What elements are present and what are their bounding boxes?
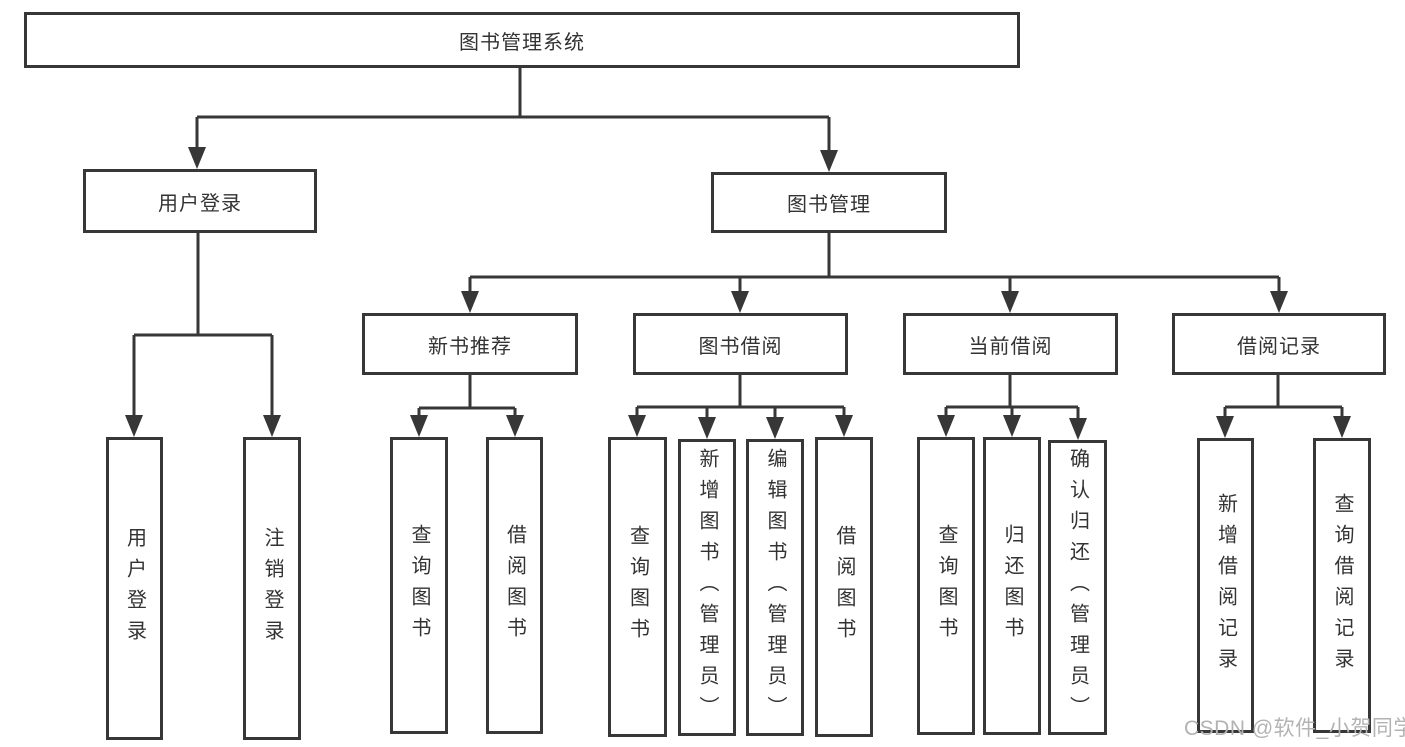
node-label: 查询图书: [935, 524, 957, 648]
arrowhead-icon: [766, 417, 784, 439]
node-label: 编辑图书（管理员）: [764, 448, 786, 727]
leaf-query-borrow-record: 查询借阅记录: [1313, 438, 1371, 733]
arrowhead-icon: [1003, 415, 1021, 437]
connector-borrow-record-split: [1223, 375, 1344, 431]
node-label: 归还图书: [1001, 524, 1023, 648]
connector-current-borrow-split: [944, 375, 1080, 433]
node-label: 当前借阅: [968, 335, 1053, 358]
node-user-login: 用户登录: [83, 169, 317, 233]
node-label: 新增借阅记录: [1214, 492, 1237, 679]
arrowhead-icon: [835, 415, 853, 437]
connector-root-split: [195, 68, 831, 163]
node-system-root: 图书管理系统: [24, 12, 1020, 68]
leaf-query-book-recommend: 查询图书: [390, 437, 448, 734]
node-label: 用户登录: [158, 192, 242, 215]
arrowhead-icon: [1333, 416, 1351, 438]
arrowhead-icon: [125, 415, 143, 437]
csdn-watermark: CSDN @软件_小贺同学: [1184, 717, 1405, 740]
node-label: 借阅记录: [1237, 335, 1321, 358]
leaf-query-book-current: 查询图书: [917, 437, 975, 735]
leaf-borrow-book: 借阅图书: [815, 437, 873, 737]
connector-new-book-split: [417, 375, 517, 430]
arrowhead-icon: [731, 291, 749, 313]
node-label: 新书推荐: [428, 335, 512, 358]
arrowhead-icon: [506, 415, 524, 437]
node-new-book-recommend: 新书推荐: [362, 313, 578, 375]
leaf-add-book-admin: 新增图书（管理员）: [678, 439, 736, 736]
arrowhead-icon: [628, 415, 646, 437]
leaf-return-book: 归还图书: [983, 437, 1041, 735]
leaf-confirm-return-admin: 确认归还（管理员）: [1048, 440, 1107, 735]
connector-book-borrow-split: [635, 375, 846, 432]
leaf-edit-book-admin: 编辑图书（管理员）: [746, 439, 804, 736]
connector-user-login-split: [132, 233, 274, 428]
leaf-user-login: 用户登录: [106, 437, 163, 740]
node-label: 查询借阅记录: [1331, 492, 1353, 679]
node-label: 用户登录: [123, 526, 146, 651]
node-label: 借阅图书: [833, 525, 855, 649]
arrowhead-icon: [188, 147, 206, 169]
arrowhead-icon: [410, 415, 428, 437]
node-label: 注销登录: [261, 526, 283, 651]
leaf-logout: 注销登录: [243, 437, 301, 740]
arrowhead-icon: [1270, 291, 1288, 313]
node-borrow-record: 借阅记录: [1172, 313, 1386, 375]
leaf-borrow-book-recommend: 借阅图书: [486, 437, 543, 734]
node-label: 新增图书（管理员）: [696, 448, 718, 727]
node-label: 图书借阅: [698, 335, 783, 358]
arrowhead-icon: [263, 415, 281, 437]
node-label: 查询图书: [408, 523, 430, 648]
node-current-borrow: 当前借阅: [903, 313, 1118, 375]
arrowhead-icon: [461, 291, 479, 313]
arrowhead-icon: [1069, 418, 1087, 440]
node-book-management: 图书管理: [711, 172, 947, 233]
arrowhead-icon: [1216, 416, 1234, 438]
node-label: 图书管理系统: [459, 31, 585, 54]
arrowhead-icon: [820, 150, 838, 172]
arrowhead-icon: [937, 415, 955, 437]
connector-book-mgmt-split: [468, 233, 1281, 305]
leaf-add-borrow-record: 新增借阅记录: [1197, 438, 1254, 733]
node-label: 图书管理: [787, 194, 871, 216]
arrowhead-icon: [1001, 291, 1019, 313]
node-label: 查询图书: [626, 525, 649, 649]
arrowhead-icon: [698, 417, 716, 439]
leaf-query-book-borrow: 查询图书: [608, 437, 667, 737]
node-book-borrow: 图书借阅: [633, 313, 848, 375]
node-label: 确认归还（管理员）: [1066, 448, 1089, 727]
node-label: 借阅图书: [503, 523, 526, 648]
